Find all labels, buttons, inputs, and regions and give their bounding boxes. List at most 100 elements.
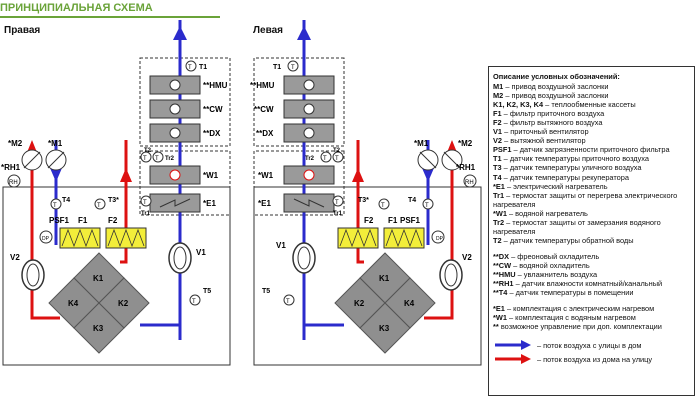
svg-text:PSF1: PSF1 bbox=[400, 216, 421, 225]
supply-arrow-head bbox=[173, 26, 187, 40]
svg-text:K1: K1 bbox=[379, 274, 390, 283]
svg-text:T: T bbox=[286, 299, 290, 305]
legend-item-key: T4 bbox=[493, 172, 502, 182]
svg-text:K4: K4 bbox=[404, 299, 415, 308]
legend-item-key: Tr2 bbox=[493, 217, 505, 227]
svg-text:DP: DP bbox=[42, 236, 50, 242]
svg-text:K3: K3 bbox=[379, 324, 390, 333]
legend-item-key: *W1 bbox=[493, 208, 507, 218]
svg-text:*M1: *M1 bbox=[414, 139, 429, 148]
legend-item-key: Tr1 bbox=[493, 190, 505, 200]
title-underline bbox=[0, 16, 220, 18]
svg-text:T: T bbox=[143, 156, 147, 162]
svg-text:DP: DP bbox=[436, 236, 444, 242]
legend-item-text: – фреоновый охладитель bbox=[509, 251, 600, 261]
heater-module-box bbox=[139, 150, 231, 216]
svg-text:T2: T2 bbox=[333, 148, 341, 154]
legend-item-text: – термостат защиты от замерзания водяног… bbox=[493, 217, 661, 236]
supply-duct-in bbox=[120, 180, 128, 264]
svg-text:Tr2: Tr2 bbox=[305, 156, 315, 162]
svg-text:K4: K4 bbox=[68, 299, 79, 308]
label-v2: V2 bbox=[10, 253, 20, 262]
page-title: ПРИНЦИПИАЛЬНАЯ СХЕМА bbox=[0, 2, 153, 14]
legend-item-key: T1 bbox=[493, 154, 502, 164]
svg-text:*E1: *E1 bbox=[258, 199, 271, 208]
svg-text:T4: T4 bbox=[408, 197, 416, 204]
svg-text:T: T bbox=[192, 299, 196, 305]
legend-item: **CW – водяной охладитель bbox=[493, 261, 690, 270]
fan-v1 bbox=[168, 242, 192, 274]
flow-arrow-icon bbox=[495, 354, 531, 365]
svg-text:*RH1: *RH1 bbox=[456, 163, 476, 172]
fan-v2 bbox=[21, 259, 45, 291]
svg-text:T: T bbox=[53, 203, 57, 209]
label-m2: *M2 bbox=[8, 139, 23, 148]
cooler-module-box bbox=[139, 57, 231, 147]
legend-item-key: *E1 bbox=[493, 304, 505, 314]
legend-item-text: – датчик загрязненности приточного фильт… bbox=[511, 145, 670, 155]
legend-item-key: **T4 bbox=[493, 288, 508, 298]
legend-item-text: – датчик температуры в помещении bbox=[507, 288, 634, 298]
legend-item: T4 – датчик температуры рекуператора bbox=[493, 173, 690, 182]
legend-item-text: – водяной нагреватель bbox=[506, 208, 588, 218]
cooler-module-box bbox=[253, 57, 345, 147]
svg-text:K1: K1 bbox=[93, 274, 104, 283]
svg-text:F1: F1 bbox=[388, 216, 398, 225]
label-f2: F2 bbox=[108, 216, 118, 225]
svg-text:T: T bbox=[335, 156, 339, 162]
label-f1: F1 bbox=[78, 216, 88, 225]
svg-text:*M2: *M2 bbox=[458, 139, 473, 148]
legend-title: Описание условных обозначений: bbox=[493, 72, 620, 81]
legend-item-text: – датчик температуры приточного воздуха bbox=[501, 154, 650, 164]
legend-items-optional: **DX – фреоновый охладитель**CW – водяно… bbox=[493, 252, 690, 297]
sensor-rh bbox=[7, 174, 21, 188]
legend-item: F2 – фильтр вытяжного воздуха bbox=[493, 118, 690, 127]
svg-text:K3: K3 bbox=[93, 324, 104, 333]
legend-item-text: – фильтр вытяжного воздуха bbox=[501, 118, 603, 128]
legend-item-key: *W1 bbox=[493, 313, 507, 323]
legend-item-key: T2 bbox=[493, 235, 502, 245]
label-t1: T1 bbox=[199, 64, 207, 71]
side-label-left: Левая bbox=[253, 25, 283, 36]
svg-text:T: T bbox=[335, 200, 339, 206]
svg-text:*W1: *W1 bbox=[258, 171, 274, 180]
legend-item-key: M2 bbox=[493, 91, 504, 101]
svg-text:V1: V1 bbox=[276, 241, 286, 250]
legend-item: V2 – вытяжной вентилятор bbox=[493, 136, 690, 145]
legend-item-text: – вытяжной вентилятор bbox=[502, 136, 586, 146]
svg-text:F2: F2 bbox=[364, 216, 374, 225]
legend-item-text: – теплообменные кассеты bbox=[543, 100, 636, 110]
sensor-dp bbox=[39, 230, 53, 244]
legend-notes: *E1 – комплектация с электрическим нагре… bbox=[493, 304, 690, 331]
legend-item-key: V1 bbox=[493, 127, 503, 137]
legend-item-text: – датчик влажности комнатный/канальный bbox=[513, 279, 663, 289]
legend-arrow-text: – поток воздуха из дома на улицу bbox=[537, 354, 653, 364]
legend-item: Tr2 – термостат защиты от замерзания вод… bbox=[493, 218, 690, 236]
legend-item: T2 – датчик температуры обратной воды bbox=[493, 236, 690, 245]
legend-item: M1 – привод воздушной заслонки bbox=[493, 82, 690, 91]
label-m1: *M1 bbox=[48, 139, 63, 148]
left-panel bbox=[253, 20, 482, 366]
legend-item: *W1 – комплектация с водяным нагревом bbox=[493, 313, 690, 322]
legend-item: M2 – привод воздушной заслонки bbox=[493, 91, 690, 100]
svg-text:T: T bbox=[155, 156, 159, 162]
legend-item-key: F2 bbox=[493, 118, 502, 128]
svg-text:Tr1: Tr1 bbox=[333, 211, 343, 217]
svg-text:*W1: *W1 bbox=[203, 171, 219, 180]
cassette-k3 bbox=[73, 302, 125, 354]
legend-arrows: – поток воздуха с улицы в дом– поток воз… bbox=[493, 338, 690, 366]
unit-housing bbox=[2, 186, 231, 366]
svg-text:T: T bbox=[97, 203, 101, 209]
heater-module-box bbox=[253, 150, 345, 216]
legend-item-key: M1 bbox=[493, 82, 504, 92]
heat-exchanger: K1 K4 K2 K3 bbox=[48, 252, 150, 354]
svg-text:RH: RH bbox=[9, 180, 18, 186]
legend-item: **RH1 – датчик влажности комнатный/канал… bbox=[493, 279, 690, 288]
svg-text:T: T bbox=[425, 203, 429, 209]
svg-text:T1: T1 bbox=[273, 64, 281, 71]
legend-item-text: – комплектация с электрическим нагревом bbox=[504, 304, 655, 314]
legend-item-key: F1 bbox=[493, 109, 502, 119]
legend-item-key: K1, K2, K3, K4 bbox=[493, 100, 544, 110]
legend-item-text: – водяной охладитель bbox=[511, 260, 590, 270]
legend-item: T1 – датчик температуры приточного возду… bbox=[493, 154, 690, 163]
